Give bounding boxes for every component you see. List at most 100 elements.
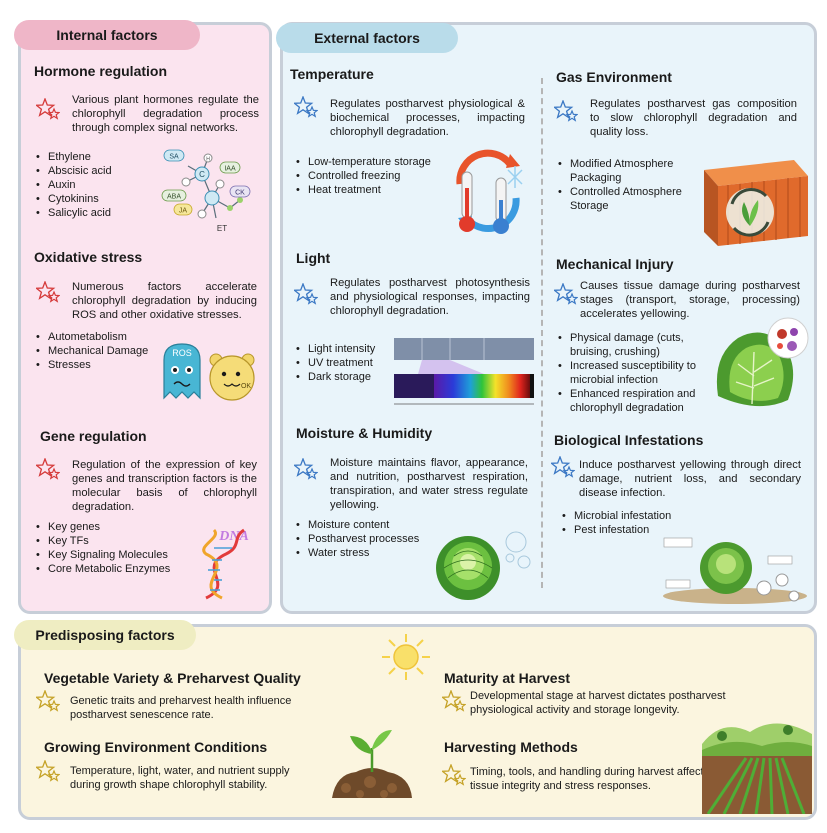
blue-stars-icon [294, 458, 318, 480]
oxidative-stress-desc: Numerous factors accelerate chlorophyll … [72, 281, 257, 321]
light-desc: Regulates postharvest photosynthesis and… [330, 277, 530, 317]
list-item: Low-temperature storage [294, 155, 454, 169]
list-item: Ethylene [34, 150, 164, 164]
biological-infestations-desc: Induce postharvest yellowing through dir… [579, 459, 801, 499]
predisposing-factors-label: Predisposing factors [14, 620, 196, 650]
list-item: Autometabolism [34, 330, 164, 344]
list-item: UV treatment [294, 356, 394, 370]
biological-infestations-title: Biological Infestations [554, 432, 704, 448]
gold-stars-icon [36, 760, 60, 782]
infested-lettuce-illustration [663, 537, 807, 604]
list-item: Increased susceptibility to microbial in… [556, 359, 706, 387]
list-item: Salicylic acid [34, 206, 164, 220]
tag-iaa: IAA [224, 166, 236, 173]
list-item: Mechanical Damage [34, 344, 164, 358]
gas-environment-desc: Regulates postharvest gas composition to… [590, 98, 797, 138]
moisture-list: Moisture content Postharvest processes W… [294, 518, 434, 560]
light-list: Light intensity UV treatment Dark storag… [294, 342, 394, 384]
list-item: Abscisic acid [34, 164, 164, 178]
moisture-humidity-title: Moisture & Humidity [296, 425, 433, 441]
dna-helix-illustration: DNA [202, 528, 249, 600]
blue-stars-icon [554, 100, 578, 122]
storage-container-icon [704, 160, 808, 246]
blue-stars-icon [294, 96, 318, 118]
gene-list: Key genes Key TFs Key Signaling Molecule… [34, 520, 194, 576]
list-item: Key TFs [34, 534, 194, 548]
list-item: Microbial infestation [560, 509, 710, 523]
tag-ja: JA [179, 208, 188, 215]
light-title: Light [296, 250, 331, 266]
temperature-title: Temperature [290, 66, 374, 82]
crop-field-illustration [702, 723, 812, 814]
list-item: Dark storage [294, 370, 394, 384]
external-factors-label: External factors [276, 23, 458, 53]
ros-label: ROS [172, 348, 192, 358]
blue-stars-icon [551, 456, 575, 478]
ok-label: OK [241, 383, 251, 390]
red-stars-icon [36, 458, 60, 480]
maturity-at-harvest-desc: Developmental stage at harvest dictates … [470, 690, 726, 716]
list-item: Controlled Atmosphere Storage [556, 185, 696, 213]
list-item: Water stress [294, 546, 434, 560]
ros-characters-illustration: ROS OK [163, 343, 255, 401]
temperature-desc: Regulates postharvest physiological & bi… [330, 98, 525, 138]
tag-aba: ABA [167, 194, 181, 201]
light-spectrum-diagram [394, 338, 534, 405]
external-divider [541, 78, 543, 588]
external-panel [280, 22, 817, 614]
gold-stars-icon [36, 690, 60, 712]
gene-regulation-desc: Regulation of the expression of key gene… [72, 459, 257, 513]
list-item: Physical damage (cuts, bruising, crushin… [556, 331, 706, 359]
mechanical-injury-title: Mechanical Injury [556, 256, 674, 272]
red-stars-icon [36, 281, 60, 303]
seedling-soil-illustration [332, 730, 412, 798]
gas-list: Modified Atmosphere Packaging Controlled… [556, 157, 696, 213]
harvesting-methods-desc: Timing, tools, and handling during harve… [470, 766, 704, 792]
oxidative-stress-title: Oxidative stress [34, 249, 143, 265]
list-item: Key genes [34, 520, 194, 534]
tag-sa: SA [169, 154, 179, 161]
vegetable-variety-title: Vegetable Variety & Preharvest Quality [44, 670, 301, 686]
list-item: Postharvest processes [294, 532, 434, 546]
list-item: Cytokinins [34, 192, 164, 206]
hormone-molecule-diagram: SA IAA ABA CK JA ET H C [161, 149, 251, 233]
sun-icon [382, 634, 430, 680]
biological-list: Microbial infestation Pest infestation [560, 509, 710, 537]
tag-ck: CK [235, 190, 245, 197]
red-stars-icon [36, 98, 60, 120]
list-item: Pest infestation [560, 523, 710, 537]
internal-panel [18, 22, 272, 614]
list-item: Enhanced respiration and chlorophyll deg… [556, 387, 706, 415]
blue-stars-icon [294, 283, 318, 305]
mechanical-injury-desc: Causes tissue damage during postharvest … [580, 280, 800, 320]
list-item: Auxin [34, 178, 164, 192]
lettuce-water-droplets-illustration [436, 531, 531, 600]
atom-h: H [206, 157, 210, 163]
maturity-at-harvest-title: Maturity at Harvest [444, 670, 571, 686]
gold-stars-icon [442, 690, 466, 712]
moisture-humidity-desc: Moisture maintains flavor, appearance, a… [330, 457, 528, 511]
gold-stars-icon [442, 764, 466, 786]
vegetable-variety-desc: Genetic traits and preharvest health inf… [70, 695, 292, 721]
list-item: Modified Atmosphere Packaging [556, 157, 696, 185]
tag-et: ET [217, 224, 227, 233]
list-item: Key Signaling Molecules [34, 548, 194, 562]
thermometer-hot-cold-icon [456, 149, 523, 234]
hormone-list: Ethylene Abscisic acid Auxin Cytokinins … [34, 150, 164, 220]
gene-regulation-title: Gene regulation [40, 428, 147, 444]
list-item: Light intensity [294, 342, 394, 356]
growing-environment-desc: Temperature, light, water, and nutrient … [70, 765, 290, 791]
oxidative-list: Autometabolism Mechanical Damage Stresse… [34, 330, 164, 372]
list-item: Moisture content [294, 518, 434, 532]
mechanical-list: Physical damage (cuts, bruising, crushin… [556, 331, 706, 415]
growing-environment-title: Growing Environment Conditions [44, 739, 268, 755]
list-item: Heat treatment [294, 183, 454, 197]
gas-environment-title: Gas Environment [556, 69, 672, 85]
temperature-list: Low-temperature storage Controlled freez… [294, 155, 454, 197]
hormone-regulation-desc: Various plant hormones regulate the chlo… [72, 94, 259, 134]
hormone-regulation-title: Hormone regulation [34, 63, 168, 79]
list-item: Stresses [34, 358, 164, 372]
blue-stars-icon [554, 283, 578, 305]
list-item: Core Metabolic Enzymes [34, 562, 194, 576]
internal-factors-label: Internal factors [14, 20, 200, 50]
